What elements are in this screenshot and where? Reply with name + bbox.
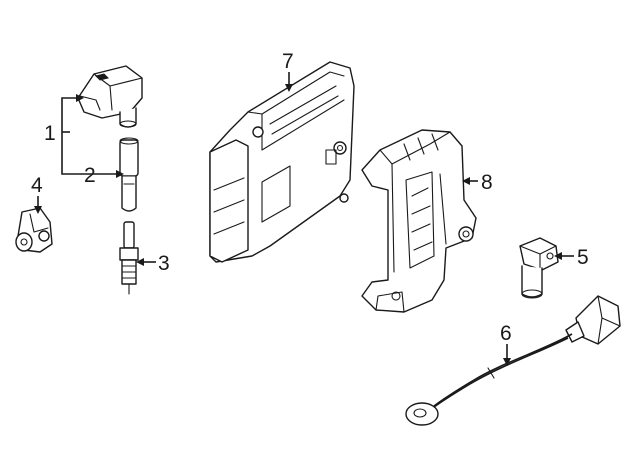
ecm-bracket-icon[interactable] bbox=[361, 129, 477, 313]
callout-2: 2 bbox=[84, 164, 96, 187]
engine-control-module-icon[interactable] bbox=[209, 61, 355, 263]
camshaft-sensor-icon[interactable] bbox=[15, 207, 53, 253]
callout-7: 7 bbox=[282, 50, 294, 73]
ignition-coil-icon[interactable] bbox=[77, 65, 143, 128]
spark-plug-icon[interactable] bbox=[119, 221, 139, 295]
callout-6: 6 bbox=[500, 322, 512, 345]
callout-1: 1 bbox=[44, 122, 56, 145]
crankshaft-sensor-icon[interactable] bbox=[519, 237, 559, 299]
callout-3: 3 bbox=[158, 252, 170, 275]
callout-8: 8 bbox=[481, 171, 493, 194]
callout-5: 5 bbox=[577, 246, 589, 269]
coil-boot-icon[interactable] bbox=[119, 137, 139, 212]
knock-sensor-icon[interactable] bbox=[405, 295, 621, 426]
leader-lines bbox=[34, 72, 574, 366]
callout-4: 4 bbox=[31, 174, 43, 197]
